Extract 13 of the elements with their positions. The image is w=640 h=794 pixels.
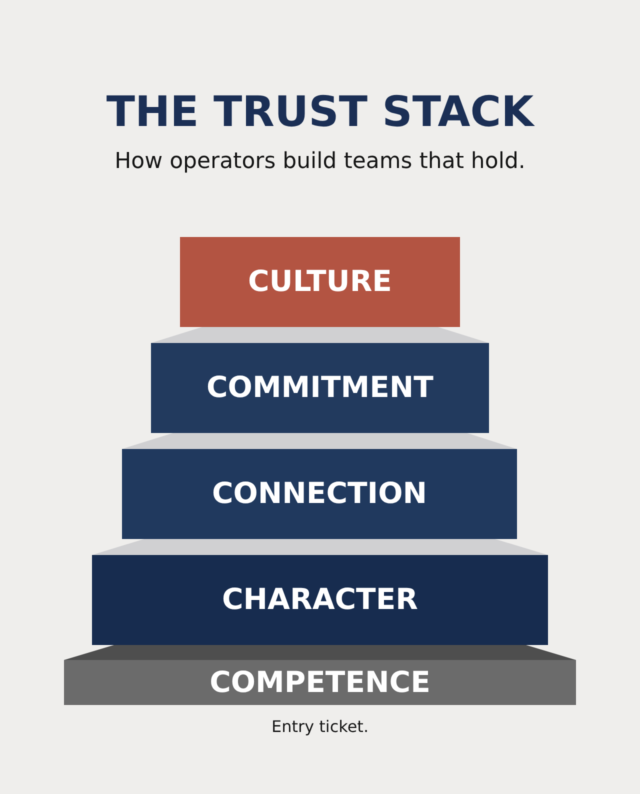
layer-label: CULTURE [248, 266, 392, 298]
subtitle: How operators build teams that hold. [114, 148, 526, 176]
layer-label: CHARACTER [222, 584, 418, 616]
title: THE TRUST STACK [106, 88, 534, 136]
stack-step [122, 449, 517, 539]
layer-label: CONNECTION [212, 478, 428, 510]
stack-step [92, 555, 548, 645]
stack-step [64, 660, 576, 705]
layer-label: COMPETENCE [210, 666, 430, 698]
stack-step [180, 237, 460, 327]
stack-step [151, 343, 489, 433]
layer-caption: Entry ticket. [271, 717, 369, 737]
layer-label: COMMITMENT [206, 372, 434, 404]
